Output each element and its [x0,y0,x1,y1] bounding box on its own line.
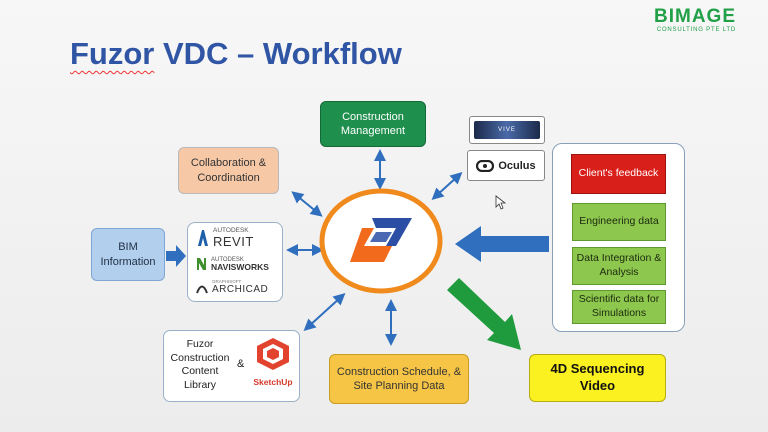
oculus-label: Oculus [498,159,536,172]
archicad-name: ARCHICAD [212,283,269,295]
archicad-vendor: GRAPHISOFT [212,279,242,284]
revit-logo: AUTODESK REVIT [196,227,254,249]
arrow-collab-hub [291,191,323,217]
logo-tagline: CONSULTING PTE LTD [656,27,736,33]
sequencing-video-box: 4D Sequencing Video [529,354,666,402]
arrow-vr-hub [431,171,463,201]
vive-logo-box: VIVE [469,116,545,144]
sketchup-icon [257,338,289,370]
vive-logo: VIVE [474,121,540,139]
navisworks-icon [197,258,206,271]
construction-schedule-box: Construction Schedule, & Site Planning D… [329,354,469,404]
bimage-logo: BIMAGE CONSULTING PTE LTD [654,6,736,33]
engineering-data-box: Engineering data [572,203,666,241]
navisworks-logo: AUTODESK NAVISWORKS [196,257,269,272]
data-integration-box: Data Integration & Analysis [572,247,666,285]
arrow-client-hub [455,226,549,262]
ampersand-label: & [237,358,245,370]
title-fuzor: Fuzor [70,36,155,71]
revit-icon [198,229,208,246]
content-library-label: Fuzor Construction Content Library [170,338,230,391]
oculus-logo-box: Oculus [467,150,545,181]
sketchup-logo: SketchUp [250,337,296,387]
scientific-data-box: Scientific data for Simulations [572,290,666,324]
revit-vendor: AUTODESK [213,227,249,234]
navisworks-name: NAVISWORKS [211,262,269,272]
client-feedback-box: Client's feedback [571,154,666,194]
arrow-bim-software [166,245,186,267]
navisworks-vendor: AUTODESK [211,257,244,263]
arrow-hub-sequencing [447,278,521,350]
archicad-logo: GRAPHISOFT ARCHICAD [196,279,269,295]
arrow-library-hub [303,292,346,332]
sketchup-label: SketchUp [253,377,293,387]
fuzor-logo-icon [350,218,412,262]
revit-name: REVIT [213,233,254,249]
title-rest: VDC – Workflow [154,36,402,71]
bim-information-box: BIM Information [91,228,165,281]
slide-title: Fuzor VDC – Workflow [70,36,402,72]
archicad-icon [196,285,208,294]
logo-name: BIMAGE [654,6,736,27]
collaboration-coordination-box: Collaboration & Coordination [178,147,279,194]
cursor-icon [495,195,507,210]
oculus-icon [476,159,495,172]
construction-management-box: Construction Management [320,101,426,147]
